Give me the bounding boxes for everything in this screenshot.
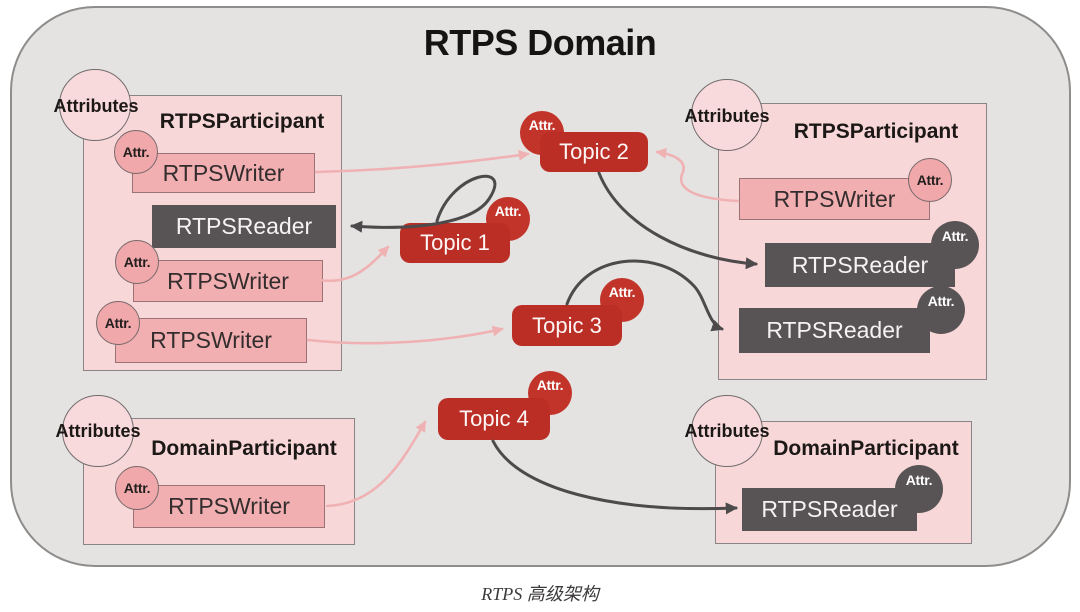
rtps-writer-box: RTPSWriter	[132, 153, 315, 193]
rtps-writer-box: RTPSWriter	[115, 318, 307, 363]
participant-title: RTPSParticipant	[159, 110, 325, 133]
rtps-writer-box: RTPSWriter	[133, 485, 325, 528]
topic-2-box: Topic 2	[540, 132, 648, 172]
participant-title: DomainParticipant	[773, 437, 959, 460]
attr-badge: Attr.	[115, 466, 159, 510]
attr-badge: Attr.	[908, 158, 952, 202]
participant-title: DomainParticipant	[151, 437, 337, 460]
attributes-label: Attributes	[55, 421, 141, 441]
rtps-writer-box: RTPSWriter	[133, 260, 323, 302]
attr-badge: Attr.	[114, 130, 158, 174]
attributes-circle	[62, 395, 134, 467]
attributes-circle	[691, 79, 763, 151]
diagram-caption: RTPS 高级架构	[481, 584, 599, 604]
rtps-writer-box: RTPSWriter	[739, 178, 930, 220]
attributes-circle	[59, 69, 131, 141]
attr-badge: Attr.	[931, 221, 979, 269]
topic-1-box: Topic 1	[400, 223, 510, 263]
diagram-title: RTPS Domain	[423, 22, 657, 63]
attr-badge: Attr.	[96, 301, 140, 345]
rtps-reader-box: RTPSReader	[152, 205, 336, 248]
attr-badge: Attr.	[528, 371, 572, 415]
attributes-label: Attributes	[53, 96, 139, 116]
attr-badge: Attr.	[115, 240, 159, 284]
topic-3-box: Topic 3	[512, 305, 622, 346]
attributes-label: Attributes	[684, 106, 770, 126]
attributes-label: Attributes	[684, 421, 770, 441]
participant-title: RTPSParticipant	[793, 120, 959, 143]
rtps-reader-box: RTPSReader	[739, 308, 930, 353]
rtps-reader-box: RTPSReader	[742, 488, 917, 531]
topic-4-box: Topic 4	[438, 398, 550, 440]
rtps-reader-box: RTPSReader	[765, 243, 955, 287]
